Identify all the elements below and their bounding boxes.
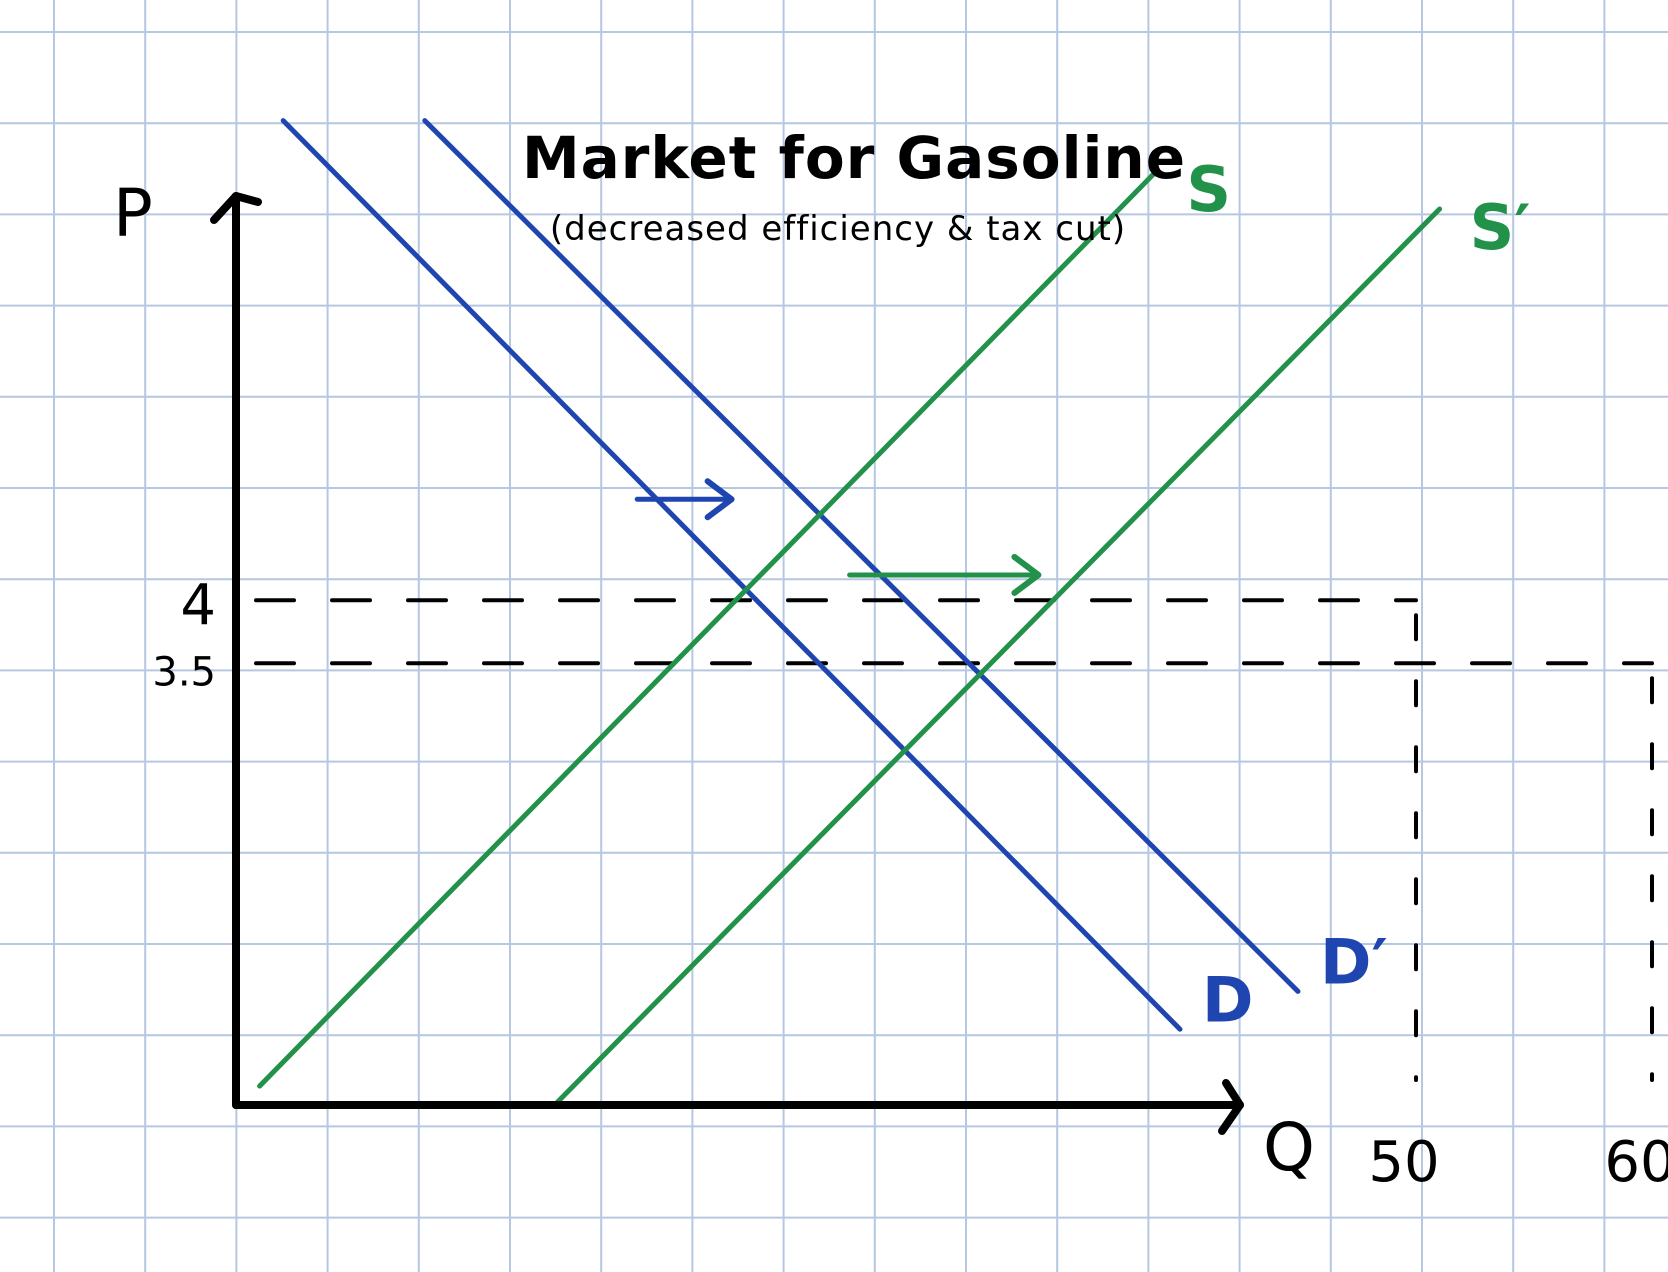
supply-curve-original-label: S (1186, 153, 1231, 226)
y-tick-label-4: 4 (180, 573, 216, 638)
supply-curve-shifted-label: S′ (1470, 191, 1531, 264)
axes (210, 192, 1244, 1135)
demand-curve-original (280, 118, 1183, 1032)
curve-labels: D D′ S S′ (1186, 153, 1530, 1036)
x-tick-label-60: 60 (1604, 1130, 1668, 1195)
demand-curve-shifted-label: D′ (1320, 925, 1388, 998)
chart-subtitle: (decreased efficiency & tax cut) (550, 209, 1126, 249)
y-axis-label: P (113, 175, 153, 252)
arrow-head (1011, 553, 1042, 596)
x-axis-arrowhead (1218, 1079, 1244, 1135)
tick-labels: 50 60 4 3.5 (152, 573, 1668, 1195)
x-axis-label: Q (1263, 1109, 1315, 1186)
shift-arrow-s (847, 553, 1042, 596)
curves (257, 118, 1443, 1108)
y-tick-label-3-5: 3.5 (152, 649, 216, 695)
supply-curve-original (257, 168, 1159, 1089)
guide-lines (254, 598, 1654, 1082)
y-axis-arrowhead (210, 192, 262, 224)
shift-arrows (634, 478, 1042, 596)
demand-curve-original-label: D (1202, 963, 1253, 1036)
demand-curve-shifted (422, 118, 1301, 994)
shift-arrow-d (634, 478, 735, 521)
supply-curve-shifted (552, 206, 1443, 1108)
x-tick-label-50: 50 (1368, 1130, 1439, 1195)
chart-title: Market for Gasoline (522, 124, 1186, 192)
arrow-head (704, 478, 735, 521)
